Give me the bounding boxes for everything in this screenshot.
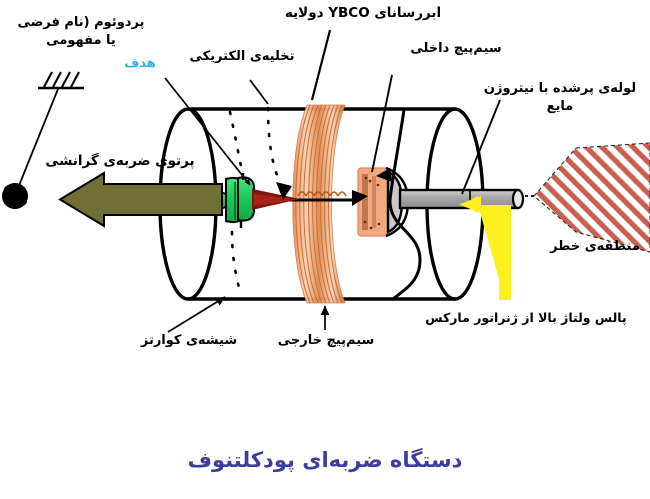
danger-cone bbox=[533, 142, 650, 253]
discharge-arrowhead bbox=[276, 182, 292, 200]
electric-discharge-spike bbox=[252, 189, 300, 210]
label-pendulum: پردوئوم (نام فرضی یا مفهومی bbox=[17, 15, 145, 48]
diagram-title: دستگاه ضربه‌ای پودکلتنوف bbox=[187, 448, 463, 472]
label-danger-zone: منطقه‌ی خطر bbox=[550, 239, 640, 254]
pendulum-assembly bbox=[2, 71, 84, 209]
inner-coil-assembly bbox=[352, 166, 410, 238]
discharge-dashed-paths bbox=[228, 106, 282, 294]
label-nitrogen-tube: لوله‌ی پرشده با نیتروژن مایع bbox=[483, 81, 637, 114]
label-outer-coil: سیم‌پیچ خارجی bbox=[277, 333, 375, 348]
label-inner-coil: سیم‌پیچ داخلی bbox=[410, 41, 502, 56]
label-electric-discharge: تخلیه‌ی الکتریکی bbox=[189, 49, 295, 64]
label-target: هدف bbox=[124, 56, 156, 71]
gravity-impulse-arrow bbox=[58, 171, 223, 228]
label-quartz-glass: شیشه‌ی کوارتز bbox=[140, 333, 238, 348]
hv-pulse-arrow bbox=[459, 196, 511, 300]
label-ybco-superconductor: ابررسانای YBCO دولایه bbox=[284, 5, 442, 21]
label-marx-pulse: پالس ولتاژ بالا از ژنراتور مارکس bbox=[425, 310, 627, 325]
label-gravity-beam: پرتوی ضربه‌ی گرانشی bbox=[45, 153, 195, 169]
leader-lines bbox=[164, 29, 534, 333]
outer-coil bbox=[292, 104, 347, 304]
nitrogen-tube bbox=[398, 188, 525, 210]
connection-wire bbox=[388, 109, 422, 302]
